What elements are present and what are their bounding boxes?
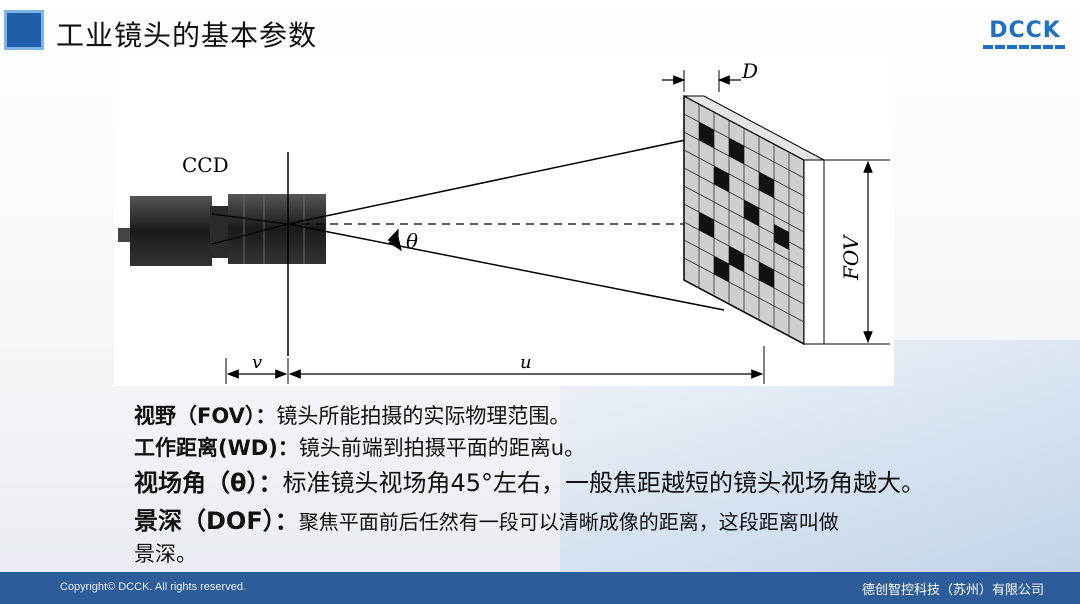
definition-angle: 视场角（θ）：标准镜头视场角45°左右，一般焦距越短的镜头视场角越大。 <box>134 464 1074 502</box>
desc-wd: 镜头前端到拍摄平面的距离u。 <box>298 436 586 460</box>
theta-label: θ <box>406 229 418 253</box>
desc-fov: 镜头所能拍摄的实际物理范围。 <box>276 404 571 428</box>
image-ray-top <box>211 213 289 225</box>
definition-wd: 工作距离(WD)：镜头前端到拍摄平面的距离u。 <box>134 432 1074 464</box>
footer-bar: Copyright© DCCK. All rights reserved. 德创… <box>0 572 1080 604</box>
desc-dof-cont: 景深。 <box>134 542 197 566</box>
definitions: 视野（FOV）：镜头所能拍摄的实际物理范围。 工作距离(WD)：镜头前端到拍摄平… <box>134 400 1074 567</box>
term-wd: 工作距离(WD)： <box>134 436 299 460</box>
definition-dof-cont: 景深。 <box>134 541 1074 567</box>
title-bar: 工业镜头的基本参数 DCCK <box>0 0 1080 56</box>
term-fov: 视野（FOV）： <box>134 404 277 428</box>
desc-angle: 标准镜头视场角45°左右，一般焦距越短的镜头视场角越大。 <box>282 469 926 497</box>
definition-dof: 景深（DOF）：聚焦平面前后任然有一段可以清晰成像的距离，这段距离叫做 <box>134 502 1074 541</box>
fov-ray-top <box>287 133 715 225</box>
term-dof: 景深（DOF）： <box>134 507 299 535</box>
lens-diagram-svg: CCD θ <box>118 59 890 384</box>
fov-label: FOV <box>839 233 863 281</box>
company-name: 德创智控科技（苏州）有限公司 <box>861 583 1044 598</box>
u-label: u <box>520 352 532 373</box>
definition-fov: 视野（FOV）：镜头所能拍摄的实际物理范围。 <box>134 400 1074 432</box>
v-label: v <box>252 352 262 373</box>
term-angle: 视场角（θ）： <box>134 469 283 497</box>
angle-arc <box>387 228 402 252</box>
ccd-camera-icon <box>118 194 326 266</box>
ccd-label: CCD <box>182 153 229 177</box>
lens-diagram: CCD θ <box>114 56 894 386</box>
desc-dof: 聚焦平面前后任然有一段可以清晰成像的距离，这段距离叫做 <box>298 510 839 534</box>
title-accent-square <box>4 10 44 50</box>
page-title: 工业镜头的基本参数 <box>56 19 318 52</box>
target-checkerboard <box>683 94 825 346</box>
d-label: D <box>741 59 758 83</box>
logo-underline <box>983 45 1067 49</box>
logo-text: DCCK <box>989 18 1061 43</box>
fov-ray-bottom <box>287 223 725 311</box>
image-ray-bottom <box>211 223 289 245</box>
dcck-logo: DCCK <box>980 18 1070 54</box>
copyright-text: Copyright© DCCK. All rights reserved. <box>60 581 247 593</box>
